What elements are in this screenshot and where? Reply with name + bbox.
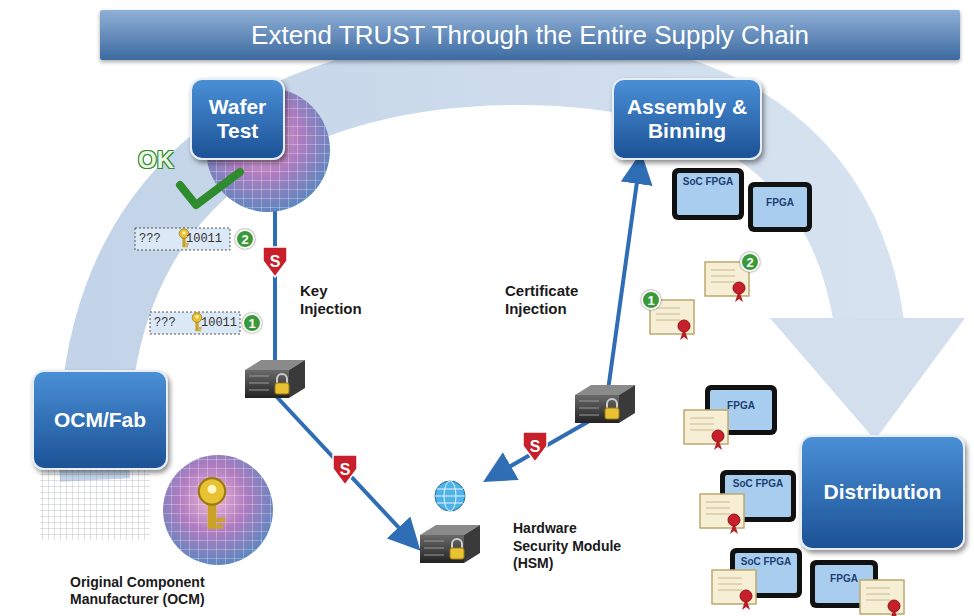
connector-arrow bbox=[490, 160, 640, 478]
certificate-icon bbox=[684, 410, 728, 450]
key-code: ??? bbox=[139, 231, 169, 247]
connector-arrow bbox=[275, 160, 415, 545]
node-text-wrap: Hardware Security Module (HSM) bbox=[513, 520, 626, 573]
key-code: 10011 bbox=[201, 315, 243, 331]
key-card bbox=[135, 228, 230, 250]
key-icon bbox=[199, 478, 225, 529]
title-band: Extend TRUST Through the Entire Supply C… bbox=[100, 10, 960, 60]
chip-label: FPGA bbox=[753, 197, 807, 208]
shield-icon bbox=[523, 432, 547, 462]
node-text-wrap: Wafer Test bbox=[198, 95, 277, 143]
shield-icon bbox=[333, 455, 357, 485]
server-icon bbox=[575, 385, 635, 423]
caption-note: Original Component Manufacturer (OCM) bbox=[70, 574, 270, 608]
check-mark bbox=[180, 172, 240, 205]
server-icon bbox=[245, 360, 305, 398]
process-box: Wafer Test bbox=[190, 78, 285, 160]
chip-label: SoC FPGA bbox=[725, 478, 791, 489]
shield-mark: S bbox=[523, 432, 547, 462]
node-label: Distribution bbox=[824, 480, 942, 504]
chip-tablet bbox=[748, 182, 812, 232]
shield-mark: S bbox=[333, 455, 357, 485]
key-code: 10011 bbox=[186, 231, 228, 247]
wafer bbox=[163, 455, 273, 565]
shield-icon bbox=[263, 247, 287, 277]
process-box: Assembly & Binning bbox=[612, 78, 762, 160]
edge-label: Certificate Injection bbox=[505, 282, 600, 318]
chip-label: FPGA bbox=[710, 400, 772, 411]
callout-number: 1 bbox=[641, 290, 661, 310]
callout-number: 2 bbox=[740, 252, 760, 272]
key-code: ??? bbox=[154, 315, 184, 331]
process-box: Distribution bbox=[800, 435, 965, 550]
status-text: OK bbox=[138, 146, 186, 174]
callout-number: 1 bbox=[242, 313, 262, 333]
node-label: Hardware Security Module (HSM) bbox=[513, 520, 626, 573]
certificate-icon bbox=[700, 494, 744, 534]
edge-label: Key Injection bbox=[300, 282, 385, 318]
node-label: Assembly & Binning bbox=[620, 95, 754, 143]
chip-label: FPGA bbox=[815, 573, 873, 584]
key-icon bbox=[192, 313, 202, 331]
server-icon bbox=[420, 525, 480, 563]
globe-icon bbox=[435, 481, 465, 511]
callout-number: 2 bbox=[235, 229, 255, 249]
chip-tablet bbox=[672, 168, 744, 220]
node-text-wrap: Distribution bbox=[824, 480, 942, 504]
certificate-icon bbox=[860, 580, 904, 616]
node-label: OCM/Fab bbox=[54, 408, 146, 432]
node-text-wrap: OCM/Fab bbox=[54, 408, 146, 432]
node-text-wrap: Assembly & Binning bbox=[620, 95, 754, 143]
chip-label: SoC FPGA bbox=[677, 176, 739, 187]
process-box: OCM/Fab bbox=[32, 370, 168, 470]
shield-mark: S bbox=[263, 247, 287, 277]
certificate-icon bbox=[712, 570, 756, 610]
node-label: Wafer Test bbox=[198, 95, 277, 143]
chip-label: SoC FPGA bbox=[735, 556, 797, 567]
hsm-node: Hardware Security Module (HSM) bbox=[415, 478, 630, 606]
